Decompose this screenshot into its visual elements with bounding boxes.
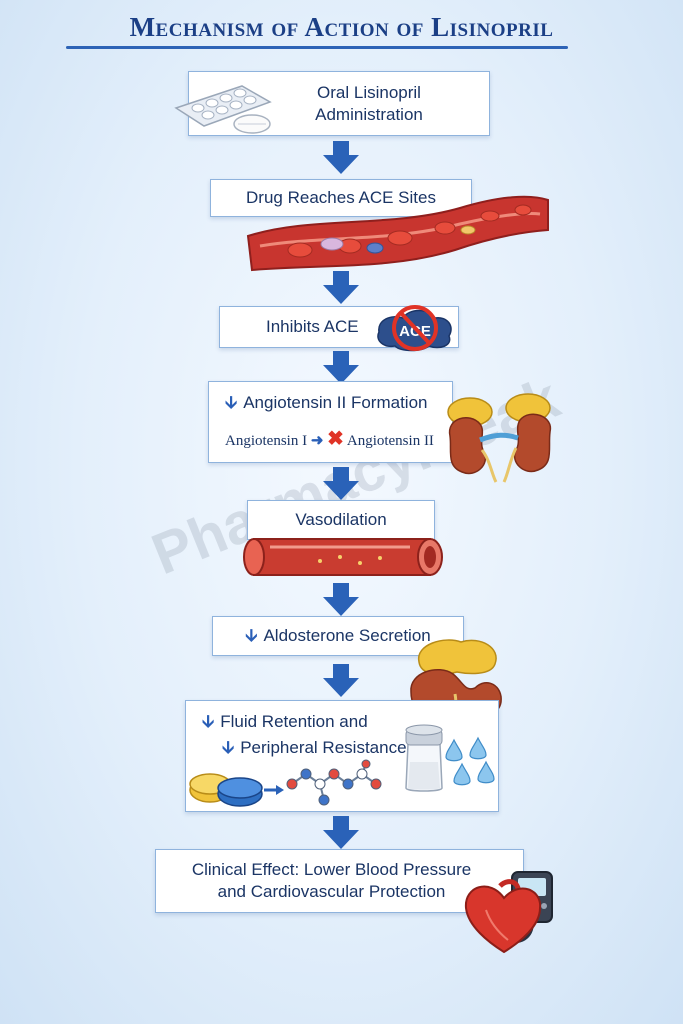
step-angiotensin-ii-formation: 🡫 Angiotensin II Formation Angiotensin I … [208, 381, 453, 463]
step3-line1: Inhibits ACE [266, 317, 359, 336]
blood-vessel-icon [246, 195, 549, 272]
step7-line1-wrap: 🡫 Fluid Retention and [202, 711, 498, 733]
title-underline [66, 46, 568, 49]
step7-line1: Fluid Retention and [220, 712, 368, 731]
angiotensin-ii-label: Angiotensin II [346, 433, 434, 449]
step4-line1: Angiotensin II Formation [243, 393, 428, 412]
flow-arrow-7 [323, 816, 359, 849]
step2-line1: Drug Reaches ACE Sites [246, 188, 436, 207]
flow-arrow-5 [323, 583, 359, 616]
step6-line1-wrap: 🡫 Aldosterone Secretion [213, 625, 463, 647]
step5-line1: Vasodilation [295, 510, 387, 529]
step6-line1: Aldosterone Secretion [263, 626, 431, 645]
flow-arrow-3 [323, 351, 359, 384]
step-clinical-effect: Clinical Effect: Lower Blood Pressure an… [155, 849, 524, 913]
step7-line2-wrap: 🡫 Peripheral Resistance [202, 737, 498, 759]
water-drops-icon [445, 736, 495, 786]
conversion-arrow-icon: ➜ [310, 433, 324, 449]
heart-monitor-icon [464, 871, 553, 954]
flow-arrow-4 [323, 467, 359, 500]
down-arrow-icon: 🡫 [202, 712, 215, 731]
angiotensin-i-label: Angiotensin I [225, 433, 308, 449]
blocked-x-icon: ✖ [327, 428, 344, 450]
flow-arrow-6 [323, 664, 359, 697]
step1-line1: Oral Lisinopril [317, 83, 421, 102]
page-title: Mechanism of Action of Lisinopril [129, 12, 554, 42]
flow-arrow-1 [323, 141, 359, 174]
ace-inhibited-icon: ACE [377, 305, 452, 352]
step1-line2: Administration [315, 105, 423, 124]
down-arrow-icon: 🡫 [222, 738, 235, 757]
step-reaches-ace-sites: Drug Reaches ACE Sites [210, 179, 472, 217]
flow-arrow-2 [323, 271, 359, 304]
step8-line2: and Cardiovascular Protection [217, 882, 446, 901]
down-arrow-icon: 🡫 [225, 393, 238, 412]
pill-blister-icon [174, 85, 272, 134]
step4-conversion: Angiotensin I ➜ ✖ Angiotensin II [225, 428, 452, 452]
kidney-icon [447, 393, 552, 483]
pills-molecule-icon [189, 759, 382, 807]
step4-line1-wrap: 🡫 Angiotensin II Formation [225, 392, 452, 414]
down-arrow-icon: 🡫 [245, 626, 258, 645]
step-vasodilation: Vasodilation [247, 500, 435, 540]
vessel-icon [243, 538, 443, 576]
step7-line2: Peripheral Resistance [240, 738, 407, 757]
step8-line1: Clinical Effect: Lower Blood Pressure [191, 860, 472, 879]
salt-shaker-icon [405, 724, 443, 792]
